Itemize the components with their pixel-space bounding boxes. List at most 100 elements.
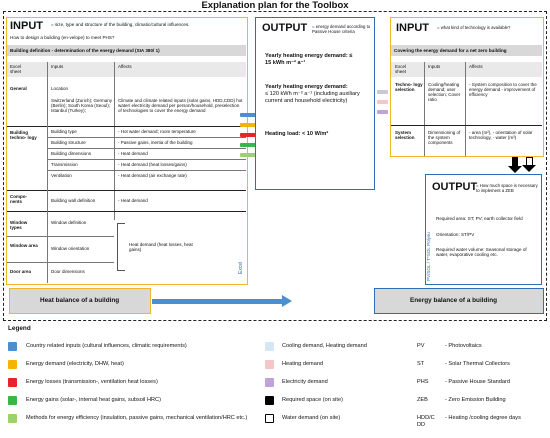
- required-water-volume: Required water volume: Seasonal storage …: [436, 247, 527, 258]
- col-divider: [47, 190, 48, 211]
- output2-heading: OUTPUT: [432, 181, 478, 193]
- required-area: Required area: ST; PV; earth collector f…: [436, 216, 523, 221]
- balance-arrow-body: [152, 299, 282, 304]
- energy-balance-label: Energy balance of a building: [410, 297, 497, 304]
- tech-input-4: Ventilation: [51, 173, 72, 178]
- col-divider: [465, 62, 466, 156]
- location-inputs: Switzerland (Zurich); Germany (Berlin); …: [51, 98, 113, 113]
- row-divider: [47, 137, 246, 138]
- excel-tag: Excel: [237, 256, 245, 276]
- input-heading: INPUT: [10, 20, 43, 32]
- window-orientation: Window orientation: [51, 246, 90, 251]
- heat-balance-bar: [9, 288, 151, 314]
- section-divider: [7, 190, 246, 191]
- output-space-box: OUTPUT = How much space is necessary to …: [425, 174, 542, 285]
- input-question: How to design a building (en-velope) to …: [10, 35, 115, 40]
- arrow-losses-red: [240, 133, 256, 137]
- table2-header-row: [391, 62, 542, 77]
- legend-swatch: [8, 414, 17, 423]
- toolbox-frame: [3, 11, 547, 321]
- row-divider: [47, 159, 246, 160]
- building-definition-text: Building definition - determination of t…: [10, 48, 160, 53]
- diagram-title: Explanation plan for the Toolbox: [201, 0, 349, 11]
- legend-abbr-value: - Solar Thermal Collectors: [445, 361, 510, 367]
- legend-abbr-value: - Photovoltaics: [445, 343, 482, 349]
- legend-swatch: [8, 342, 17, 351]
- excel-tag-text: Excel: [238, 261, 244, 274]
- software-tag: PV/SOL / T*SOL Polysu: [425, 205, 433, 283]
- arrow-gains-green: [240, 143, 256, 147]
- window-definition: Window definition: [51, 220, 87, 225]
- door-dimensions: Door dimensions: [51, 269, 85, 274]
- arrow-heating-lightblue: [377, 90, 388, 94]
- location-affects: Climate and climate related inputs (sola…: [118, 98, 243, 113]
- col2-excel-sheet: Excel sheet: [395, 64, 407, 74]
- legend-label: Methods for energy efficiency (insulatio…: [26, 415, 248, 421]
- col2-affects: Affects: [469, 64, 483, 69]
- legend-abbr-key: PHS: [417, 379, 429, 385]
- tech-affect-4: - Heat demand (air exchange rate): [118, 173, 187, 178]
- covering-demand-band: Covering the energy demand for a net zer…: [391, 45, 542, 56]
- technology-selection-inputs: Cooling/heating demand; user selection; …: [428, 82, 461, 102]
- tech-input-0: Building type: [51, 129, 77, 134]
- building-definition-band: Building definition - determination of t…: [7, 45, 246, 56]
- door-area-label: Door area: [10, 269, 32, 274]
- arrow-electricity-purple: [377, 110, 388, 114]
- heating-load: Heating load: < 10 W/m²: [265, 131, 329, 137]
- system-selection-inputs: Dimensioning of the system components: [428, 130, 461, 145]
- output-description: = energy demand according to Passive Hou…: [312, 24, 371, 34]
- legend-abbr-key: ZEB: [417, 397, 428, 403]
- legend-label: Heating demand: [282, 361, 324, 367]
- legend-label: Required space (on site): [282, 397, 343, 403]
- legend-swatch: [265, 360, 274, 369]
- orientation: Orientation: ST/PV: [436, 232, 475, 237]
- components-input: Building wall definition: [51, 198, 96, 203]
- arrow-country-blue: [240, 113, 256, 117]
- input-description: = size, type and structure of the buildi…: [51, 22, 190, 27]
- legend-label: Cooling demand, Heating demand: [282, 343, 367, 349]
- tech-affect-1: - Passive gains, inertia of the building: [118, 140, 193, 145]
- output-heading: OUTPUT: [262, 22, 308, 34]
- legend-swatch: [265, 342, 274, 351]
- col-divider: [424, 62, 425, 156]
- window-types-label: Window types: [10, 220, 28, 230]
- arrow-heating-pink: [377, 100, 388, 104]
- col-excel-sheet: Excel sheet: [10, 64, 22, 74]
- general-label: General: [10, 86, 27, 91]
- output-energy-demand-box: OUTPUT = energy demand according to Pass…: [255, 17, 375, 190]
- tech-input-1: Building structure: [51, 140, 86, 145]
- location-label: Location: [51, 86, 69, 91]
- col-affects: Affects: [118, 64, 132, 69]
- tech-affect-0: - Hot water demand; room temperature: [118, 129, 196, 134]
- yearly-heating-demand-1a: Yearly heating energy demand: ≤: [265, 53, 353, 59]
- legend-label: Water demand (on site): [282, 415, 341, 421]
- yearly-heating-demand-1b: 15 kWh m⁻² a⁻¹: [265, 60, 306, 66]
- arrow-efficiency-lightgreen: [240, 153, 256, 157]
- table-header-row: [7, 62, 246, 77]
- legend-label: Country related inputs (cultural influen…: [26, 343, 187, 349]
- legend-title: Legend: [8, 325, 31, 332]
- tech-input-3: Transmission: [51, 162, 78, 167]
- legend-abbr-key: PV: [417, 343, 425, 349]
- legend-swatch: [8, 378, 17, 387]
- input-technology-box: INPUT = what kind of technology is avail…: [390, 17, 544, 157]
- software-tag-text: PV/SOL / T*SOL Polysu: [426, 232, 431, 281]
- legend-abbr-key: ST: [417, 361, 425, 367]
- arrow-space-black-head: [508, 166, 522, 173]
- legend-swatch: [265, 414, 274, 423]
- components-label: Compo- nents: [10, 194, 27, 204]
- window-bracket: [117, 223, 125, 271]
- row-divider: [47, 170, 246, 171]
- technology-selection-label: Techno- logy selection: [395, 82, 423, 92]
- col-divider: [47, 62, 48, 138]
- heat-balance-label: Heat balance of a building: [40, 297, 120, 304]
- legend-swatch: [8, 396, 17, 405]
- legend-label: Energy gains (solar-, internal heat gain…: [26, 397, 161, 403]
- input-building-box: INPUT = size, type and structure of the …: [6, 17, 248, 285]
- technology-selection-affects: - System composition to cover the energy…: [469, 82, 537, 97]
- yearly-heating-demand-1: Yearly heating energy demand: ≤ 15 kWh m…: [265, 53, 370, 67]
- col-divider: [47, 211, 48, 283]
- legend-abbr-value: - Zero Emission Building: [445, 397, 506, 403]
- arrow-water-white: [526, 157, 533, 166]
- yearly-heating-demand-2b: ≤ 120 kWh m⁻² a⁻¹ (including auxiliary c…: [265, 91, 360, 104]
